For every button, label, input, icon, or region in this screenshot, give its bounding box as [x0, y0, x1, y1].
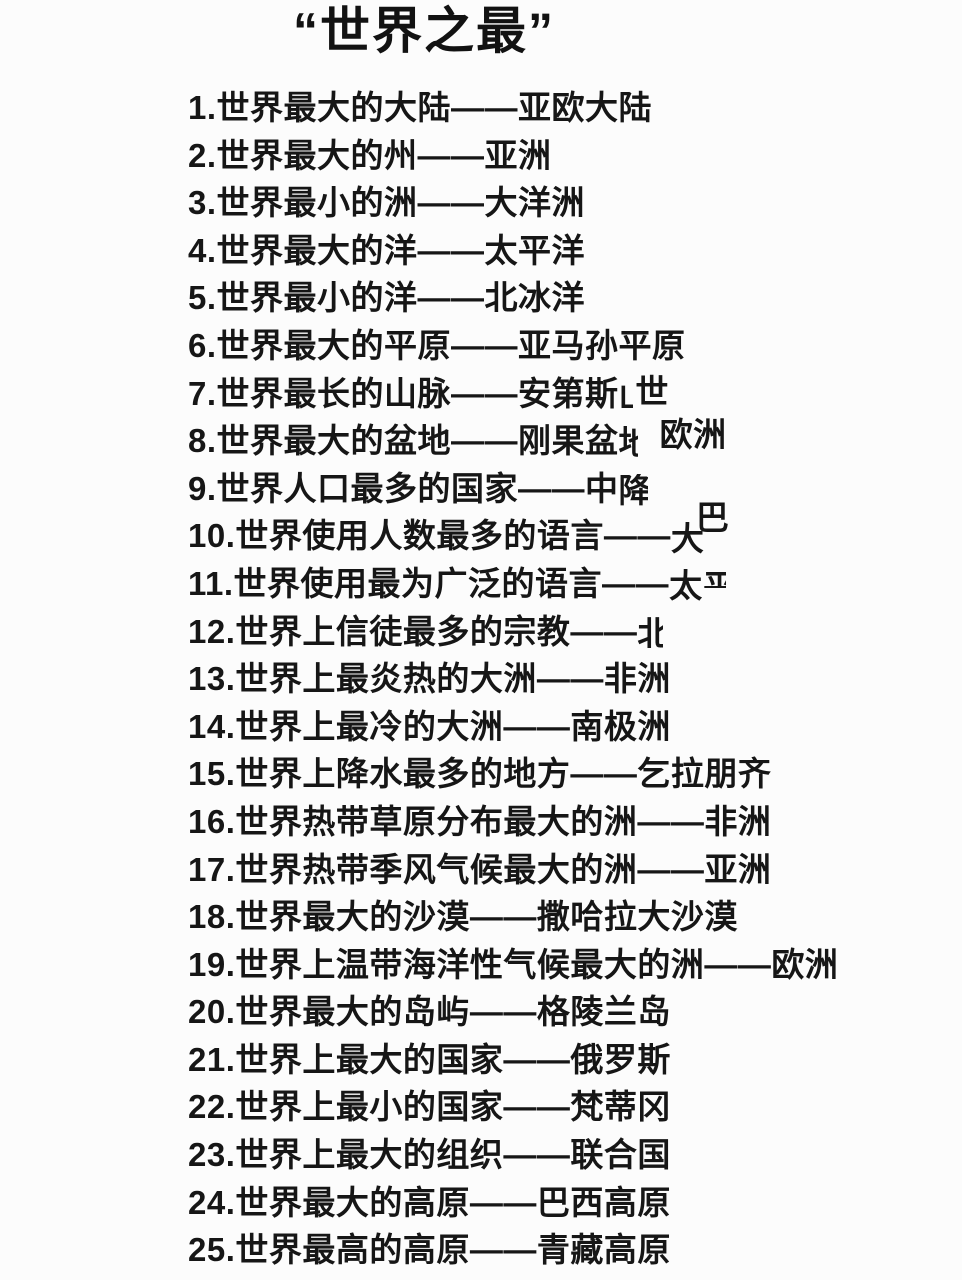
list-item: 9.世界人口最多的国家——中降	[188, 465, 928, 513]
overlay-fragment: 巴	[695, 498, 730, 536]
world-records-list: 1.世界最大的大陆——亚欧大陆 2.世界最大的州——亚洲 3.世界最小的洲——大洋洲…	[188, 84, 928, 1274]
list-item: 16.世界热带草原分布最大的洲——非洲	[188, 798, 928, 846]
list-item: 18.世界最大的沙漠——撒哈拉大沙漠	[188, 893, 928, 941]
item-text: 24.世界最大的高原——巴西高原	[188, 1183, 671, 1221]
list-item: 13.世界上最炎热的大洲——非洲	[188, 655, 928, 703]
item-text: 23.世界上最大的组织——联合国	[188, 1136, 671, 1174]
overlay-fragment: 平	[703, 570, 726, 588]
list-item: 3.世界最小的洲——大洋洲	[188, 179, 928, 227]
item-text: 10.世界使用人数最多的语言——	[188, 517, 671, 555]
list-item: 17.世界热带季风气候最大的洲——亚洲	[188, 846, 928, 894]
list-item: 19.世界上温带海洋性气候最大的洲——欧洲	[188, 941, 928, 989]
list-item: 5.世界最小的洋——北冰洋	[188, 274, 928, 322]
item-text: 12.世界上信徒最多的宗教——	[188, 612, 638, 650]
list-item: 11.世界使用最为广泛的语言——太平	[188, 560, 928, 608]
item-text: 9.世界人口最多的国家——中	[188, 469, 619, 507]
item-text: 1.世界最大的大陆——亚欧大陆	[188, 89, 653, 126]
list-item: 12.世界上信徒最多的宗教——北	[188, 608, 928, 656]
item-text: 25.世界最高的高原——青藏高原	[188, 1231, 671, 1269]
list-item: 14.世界上最冷的大洲——南极洲	[188, 703, 928, 751]
item-text: 14.世界上最冷的大洲——南极洲	[188, 707, 671, 745]
item-text: 8.世界最大的盆地——刚果盆	[188, 422, 619, 460]
clipped-char: 太	[669, 569, 703, 603]
item-text: 11.世界使用最为广泛的语言——	[188, 564, 670, 602]
list-item: 24.世界最大的高原——巴西高原	[188, 1179, 928, 1227]
clipped-char: 地	[618, 426, 638, 460]
item-text: 19.世界上温带海洋性气候最大的洲——欧洲	[188, 945, 839, 983]
overlay-fragment: 世	[635, 372, 669, 410]
item-text: 6.世界最大的平原——亚马孙平原	[188, 326, 686, 364]
list-item: 1.世界最大的大陆——亚欧大陆	[188, 84, 928, 132]
list-item: 2.世界最大的州——亚洲	[188, 132, 928, 180]
item-text: 16.世界热带草原分布最大的洲——非洲	[188, 802, 772, 840]
item-text: 5.世界最小的洋——北冰洋	[188, 279, 586, 317]
item-text: 2.世界最大的州——亚洲	[188, 136, 552, 174]
item-text: 7.世界最长的山脉——安第斯	[188, 374, 619, 412]
list-item: 20.世界最大的岛屿——格陵兰岛	[188, 988, 928, 1036]
list-item: 22.世界上最小的国家——梵蒂冈	[188, 1083, 928, 1131]
list-item: 23.世界上最大的组织——联合国	[188, 1131, 928, 1179]
list-item: 7.世界最长的山脉——安第斯山世	[188, 370, 928, 418]
page-title: “世界之最”	[293, 3, 555, 59]
item-text: 21.世界上最大的国家——俄罗斯	[188, 1040, 671, 1078]
item-text: 13.世界上最炎热的大洲——非洲	[188, 660, 671, 698]
item-text: 22.世界上最小的国家——梵蒂冈	[188, 1088, 671, 1126]
clipped-char: 大	[670, 521, 704, 555]
item-text: 17.世界热带季风气候最大的洲——亚洲	[188, 850, 772, 888]
clipped-char: 降	[618, 474, 648, 507]
list-item: 8.世界最大的盆地——刚果盆地欧洲	[188, 417, 928, 465]
list-item: 10.世界使用人数最多的语言——大巴	[188, 501, 928, 560]
item-text: 3.世界最小的洲——大洋洲	[188, 184, 586, 222]
list-item: 15.世界上降水最多的地方——乞拉朋齐	[188, 750, 928, 798]
item-text: 4.世界最大的洋——太平洋	[188, 231, 586, 269]
item-text: 18.世界最大的沙漠——撒哈拉大沙漠	[188, 898, 738, 936]
item-text: 15.世界上降水最多的地方——乞拉朋齐	[188, 755, 772, 793]
list-item: 25.世界最高的高原——青藏高原	[188, 1226, 928, 1274]
item-text: 20.世界最大的岛屿——格陵兰岛	[188, 993, 671, 1031]
list-item: 21.世界上最大的国家——俄罗斯	[188, 1036, 928, 1084]
clipped-char: 山	[619, 379, 634, 412]
clipped-char: 北	[637, 616, 664, 650]
list-item: 4.世界最大的洋——太平洋	[188, 227, 928, 275]
overlay-fragment: 欧洲	[659, 416, 727, 454]
list-item: 6.世界最大的平原——亚马孙平原	[188, 322, 928, 370]
